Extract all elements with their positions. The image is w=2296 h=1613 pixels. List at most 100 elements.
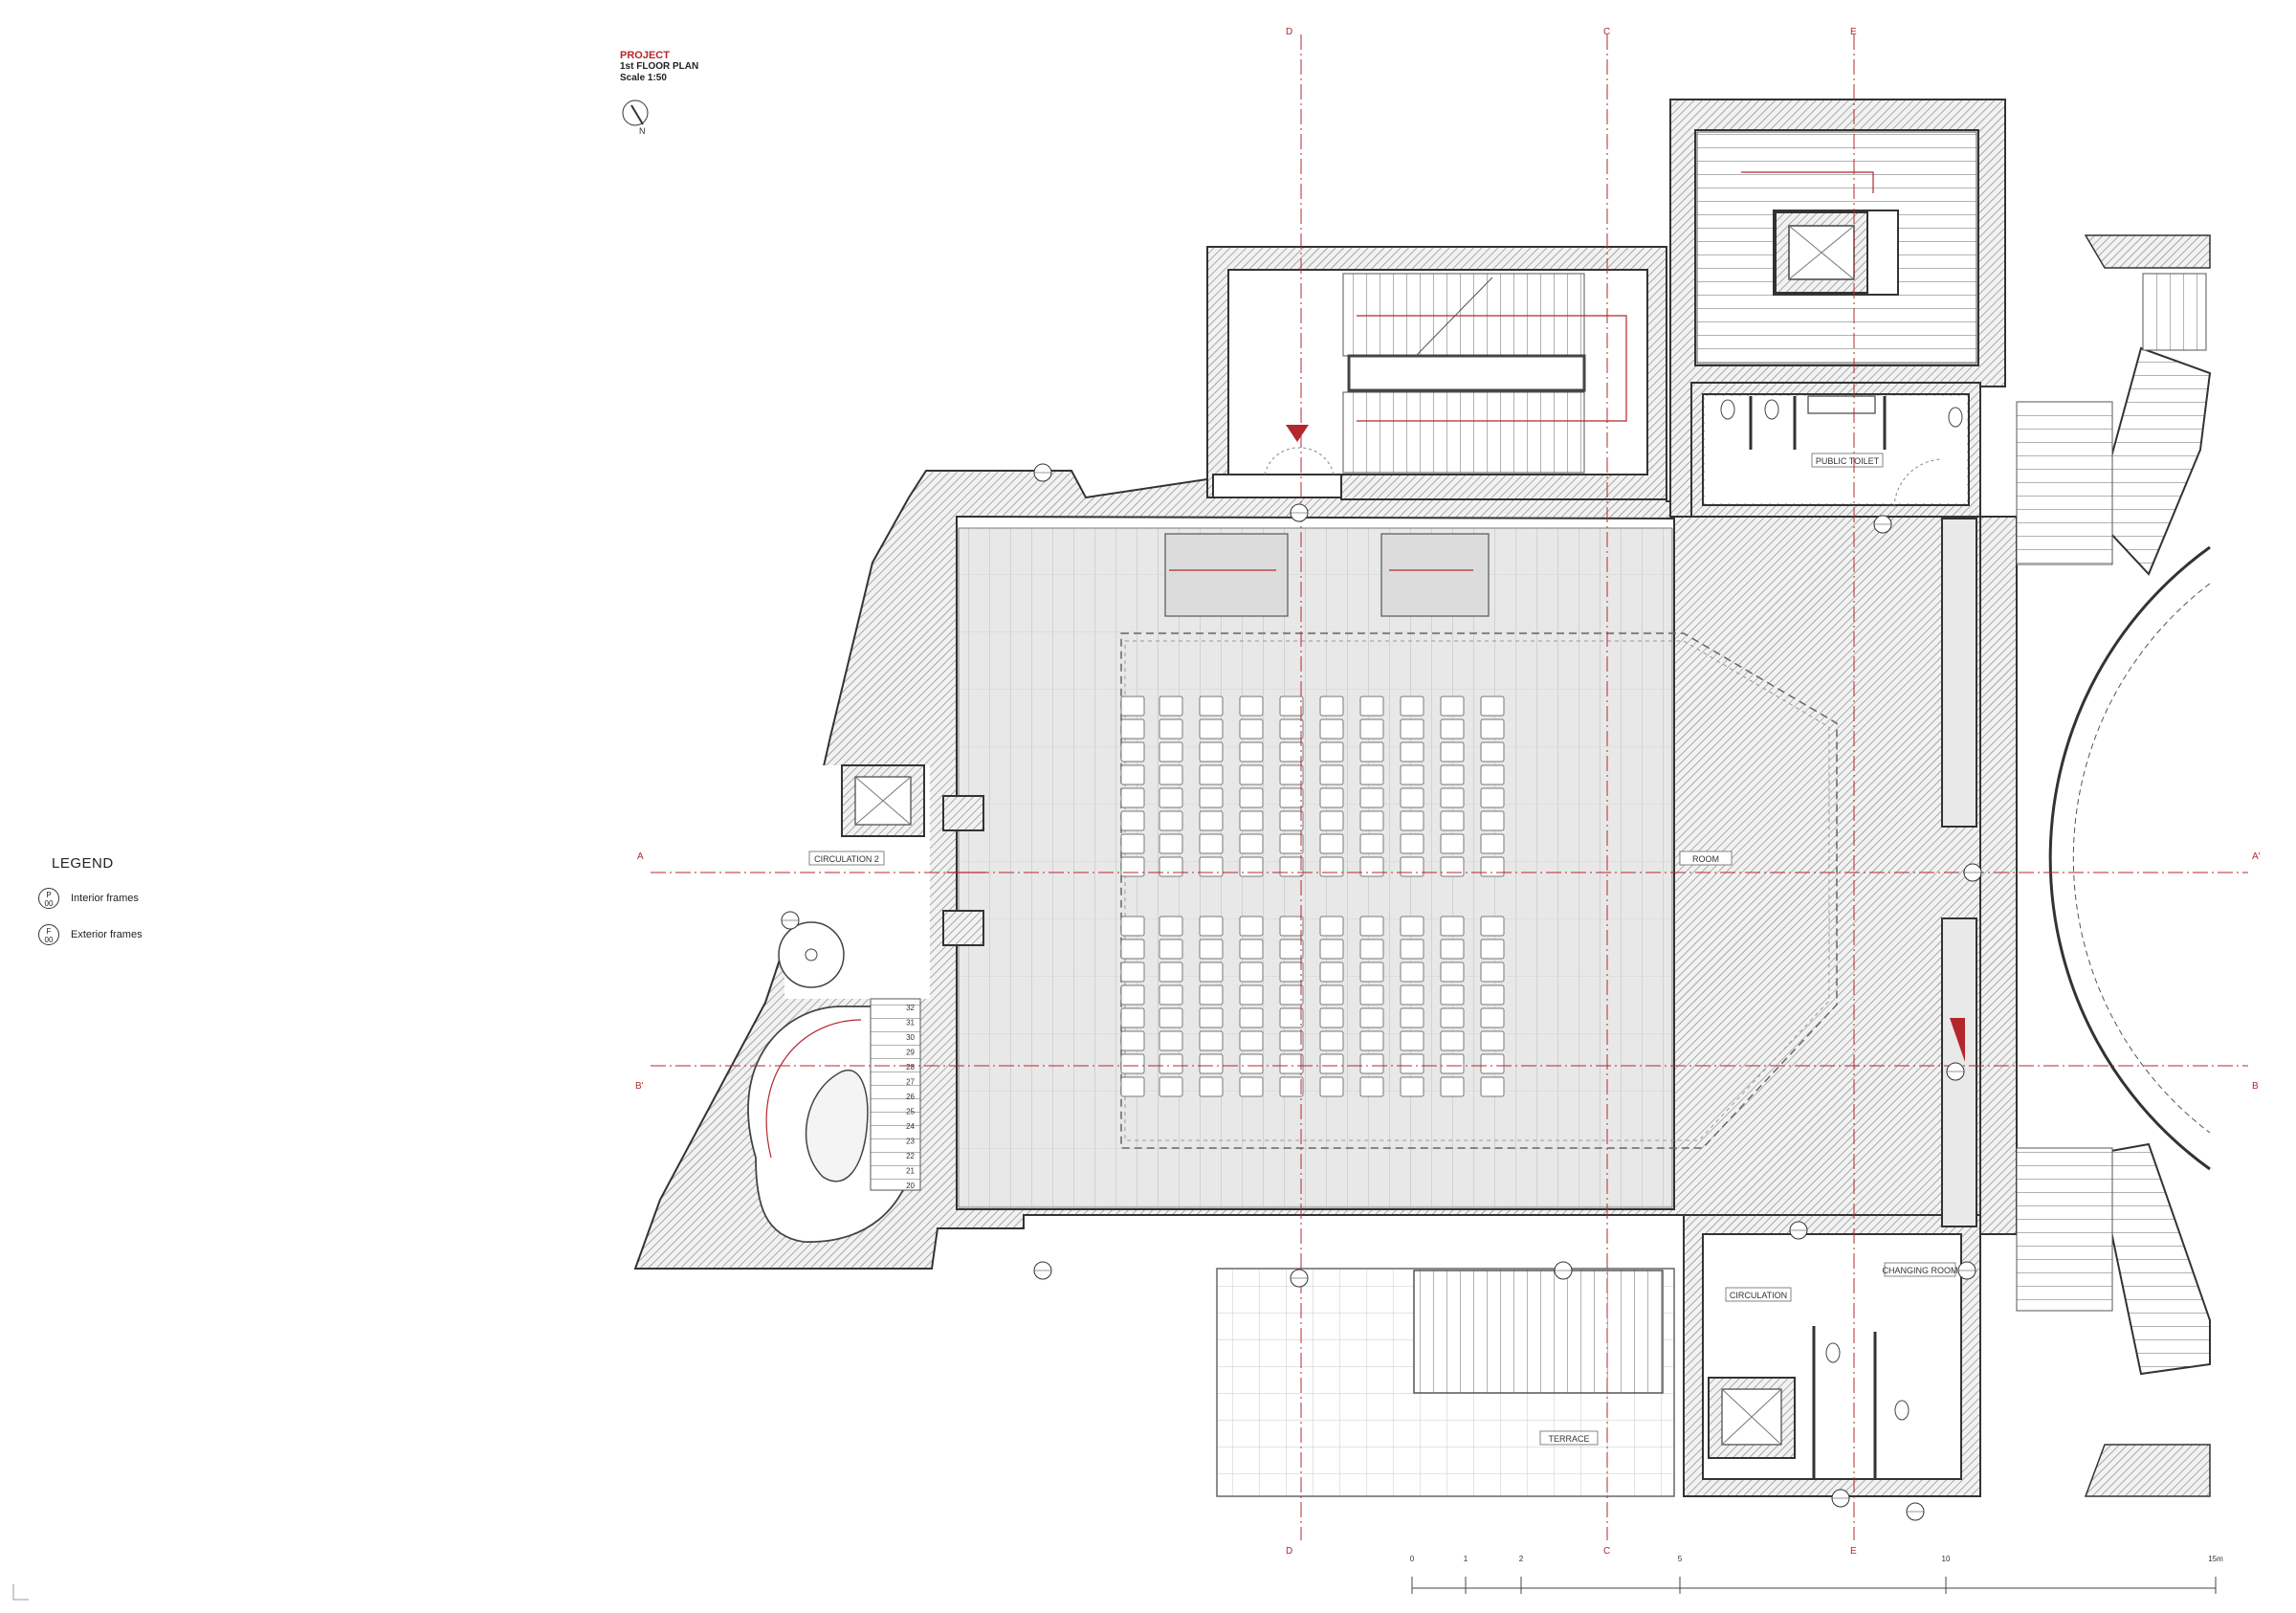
chair (1279, 856, 1304, 877)
section-a-right: A' (2252, 851, 2261, 862)
chair (1199, 856, 1224, 877)
chair (1480, 718, 1505, 740)
entrance-door-left (1264, 447, 1300, 475)
room-label: ROOM (1692, 854, 1719, 864)
chair (1239, 984, 1264, 1005)
changing-room-label-box (1884, 1262, 1956, 1277)
chair (1199, 1053, 1224, 1074)
room-inner-dashed (1124, 640, 1830, 1141)
chair (1239, 1007, 1264, 1028)
chair (1159, 1076, 1183, 1097)
stage-plinth-right (1380, 533, 1490, 617)
section-a-left: A (637, 851, 644, 862)
chair (1159, 939, 1183, 960)
chair (1359, 787, 1384, 808)
scale-tick-label: 5 (1678, 1555, 1683, 1563)
wc-bowl-1 (1825, 1342, 1841, 1363)
wc-bowl-2 (1894, 1400, 1910, 1421)
step-number: 24 (906, 1122, 915, 1131)
chair (1199, 741, 1224, 762)
chair (1279, 718, 1304, 740)
chair (1400, 961, 1424, 983)
east-neighbour (2016, 273, 2212, 1376)
chair (1199, 939, 1224, 960)
chair (1440, 1007, 1465, 1028)
chair (1199, 696, 1224, 717)
plan-name: 1st FLOOR PLAN (620, 61, 699, 72)
exterior-frame-code: F (46, 927, 52, 936)
chair (1480, 1007, 1505, 1028)
chair (1159, 833, 1183, 854)
north-label: N (639, 126, 646, 136)
step-number: 30 (906, 1033, 915, 1042)
basin-counter (1807, 395, 1876, 414)
west-lift-cross (854, 776, 912, 826)
chair (1480, 810, 1505, 831)
chair (1120, 916, 1145, 937)
stair-landing-slab (1347, 354, 1586, 392)
chair (1239, 1053, 1264, 1074)
seating-grid (1120, 696, 1505, 1097)
chair (1159, 741, 1183, 762)
toilet-bowl-3 (1948, 407, 1963, 428)
section-d-bottom: D (1286, 1546, 1292, 1557)
chair (1359, 764, 1384, 785)
east-cabinet-top (1941, 518, 1977, 828)
chair (1239, 741, 1264, 762)
chair (1359, 856, 1384, 877)
step-number: 21 (906, 1167, 915, 1176)
chair (1199, 1076, 1224, 1097)
north-arrow: N (622, 99, 649, 136)
chair (1279, 1076, 1304, 1097)
chair (1279, 787, 1304, 808)
chair (1440, 1053, 1465, 1074)
stair-direction-line (1357, 315, 1627, 422)
chair (1440, 810, 1465, 831)
step-number: 28 (906, 1063, 915, 1072)
chair (1159, 787, 1183, 808)
chair (1400, 696, 1424, 717)
chair (1279, 939, 1304, 960)
chair (1359, 939, 1384, 960)
chair (1159, 764, 1183, 785)
chair (1319, 810, 1344, 831)
public-toilet: PUBLIC TOILET (1705, 395, 1967, 508)
tower-direction-line (1741, 171, 1874, 193)
chair (1239, 1030, 1264, 1051)
chair (1440, 984, 1465, 1005)
chair (1279, 810, 1304, 831)
neighbour-building-bottom (2084, 1444, 2211, 1497)
chair (1359, 1076, 1384, 1097)
grand-spiral-handrail (765, 1019, 862, 1159)
interior-frame-number: 00 (44, 899, 54, 908)
chair (1480, 1030, 1505, 1051)
chair (1239, 961, 1264, 983)
scale-tick-label: 2 (1519, 1555, 1524, 1563)
chair (1120, 696, 1145, 717)
chair (1199, 764, 1224, 785)
chair (1440, 916, 1465, 937)
chair (1239, 916, 1264, 937)
chair (1120, 833, 1145, 854)
chair (1359, 1053, 1384, 1074)
chair (1159, 810, 1183, 831)
chair (1400, 1007, 1424, 1028)
chair (1159, 718, 1183, 740)
chair (1279, 1030, 1304, 1051)
chair (1159, 1007, 1183, 1028)
step-number: 32 (906, 1004, 915, 1012)
hall-floor (958, 527, 1673, 1208)
chair (1400, 741, 1424, 762)
toilet-room-label-box (1811, 453, 1884, 468)
stage-plinth-left (1164, 533, 1289, 617)
step-number: 23 (906, 1138, 915, 1146)
chair (1279, 1007, 1304, 1028)
step-number: 20 (906, 1182, 915, 1190)
chair (1319, 1076, 1344, 1097)
chair (1199, 810, 1224, 831)
section-labels: A A' B' B D D C C E E (635, 27, 2261, 1557)
chair (1159, 1053, 1183, 1074)
chair (1480, 939, 1505, 960)
stair-diagonal (1415, 276, 1493, 357)
